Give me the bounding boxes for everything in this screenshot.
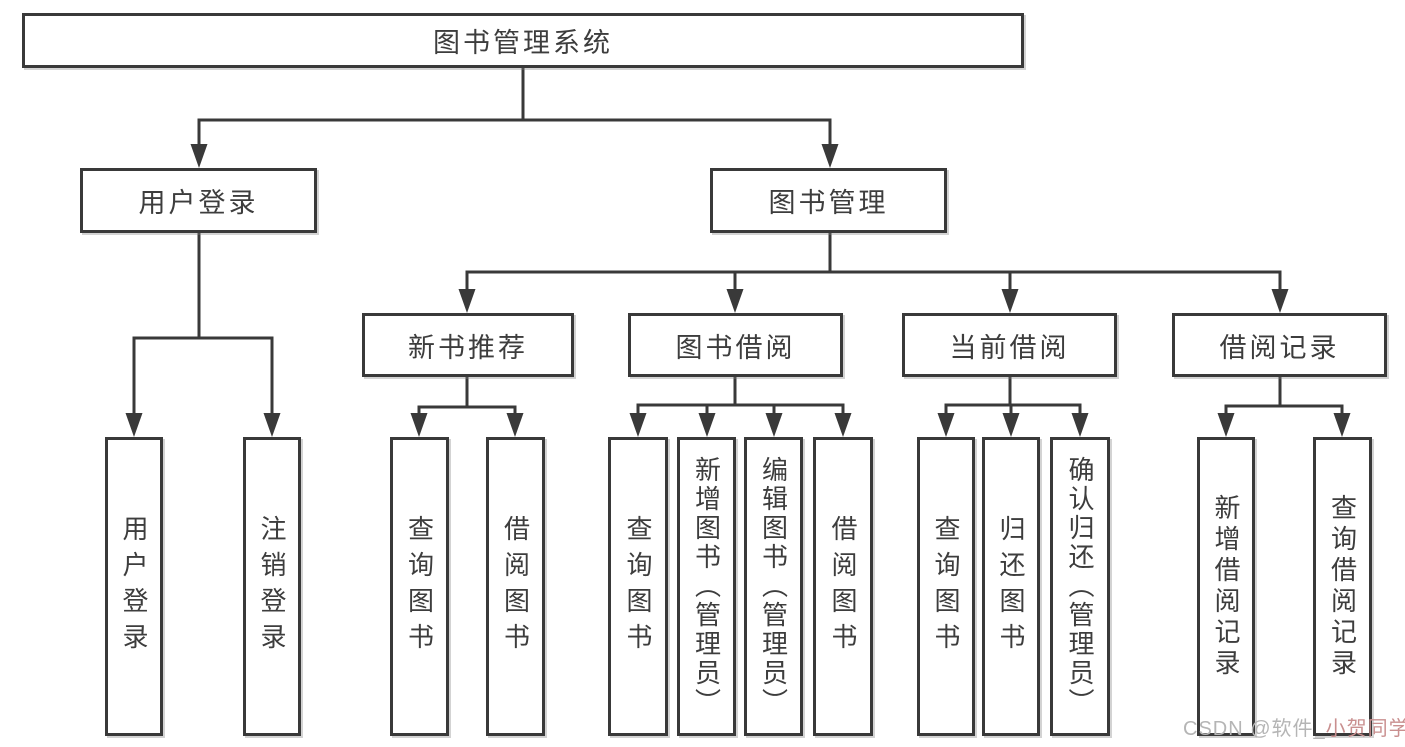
leaf-add-books-admin-label: 新增图书（管理员）: [691, 456, 722, 717]
leaf-borrow-books-borrowing-label: 借阅图书: [828, 514, 858, 659]
leaf-add-books-admin: 新增图书（管理员）: [677, 437, 736, 736]
node-current-borrowing-label: 当前借阅: [949, 332, 1070, 363]
leaf-borrow-books-recommend-label: 借阅图书: [500, 514, 531, 659]
watermark-prefix: CSDN @软件_: [1183, 718, 1326, 740]
node-book-management-label: 图书管理: [768, 188, 889, 218]
connector-lines: [132, 68, 1344, 415]
arrowhead-icons: [125, 144, 1351, 437]
leaf-query-books-current: 查询图书: [917, 437, 975, 736]
leaf-query-books-borrowing: 查询图书: [608, 437, 668, 736]
leaf-borrow-books-borrowing: 借阅图书: [813, 437, 873, 736]
watermark-suffix: 小贺同学: [1325, 718, 1405, 740]
leaf-edit-books-admin-label: 编辑图书（管理员）: [758, 456, 789, 717]
node-user-login-label: 用户登录: [138, 188, 259, 218]
node-book-management: 图书管理: [710, 168, 947, 233]
node-library-system: 图书管理系统: [22, 13, 1024, 68]
leaf-logout: 注销登录: [243, 437, 301, 736]
leaf-query-books-current-label: 查询图书: [931, 514, 961, 659]
node-library-system-label: 图书管理系统: [433, 28, 613, 58]
leaf-query-borrow-record-label: 查询借阅记录: [1327, 493, 1358, 680]
leaf-user-login: 用户登录: [105, 437, 163, 736]
leaf-user-login-label: 用户登录: [119, 514, 149, 659]
leaf-return-books: 归还图书: [982, 437, 1040, 736]
leaf-query-books-borrowing-label: 查询图书: [623, 514, 653, 659]
leaf-edit-books-admin: 编辑图书（管理员）: [744, 437, 803, 736]
leaf-add-borrow-record-label: 新增借阅记录: [1211, 493, 1241, 680]
watermark: CSDN @软件_小贺同学: [1183, 712, 1405, 741]
node-book-borrowing-label: 图书借阅: [675, 332, 796, 363]
node-book-borrowing: 图书借阅: [628, 313, 843, 377]
node-new-book-recommendation: 新书推荐: [362, 313, 574, 377]
leaf-borrow-books-recommend: 借阅图书: [486, 437, 545, 736]
leaf-confirm-return-admin: 确认归还（管理员）: [1050, 437, 1110, 736]
leaf-confirm-return-admin-label: 确认归还（管理员）: [1065, 456, 1095, 717]
leaf-logout-label: 注销登录: [257, 514, 287, 659]
node-current-borrowing: 当前借阅: [902, 313, 1117, 377]
node-borrowing-records-label: 借阅记录: [1219, 332, 1340, 363]
node-user-login: 用户登录: [80, 168, 317, 233]
leaf-query-books-recommend: 查询图书: [390, 437, 449, 736]
node-borrowing-records: 借阅记录: [1172, 313, 1387, 377]
node-new-book-recommendation-label: 新书推荐: [408, 332, 528, 363]
leaf-return-books-label: 归还图书: [996, 514, 1026, 659]
leaf-query-borrow-record: 查询借阅记录: [1313, 437, 1372, 736]
leaf-query-books-recommend-label: 查询图书: [404, 514, 435, 659]
leaf-add-borrow-record: 新增借阅记录: [1197, 437, 1255, 736]
